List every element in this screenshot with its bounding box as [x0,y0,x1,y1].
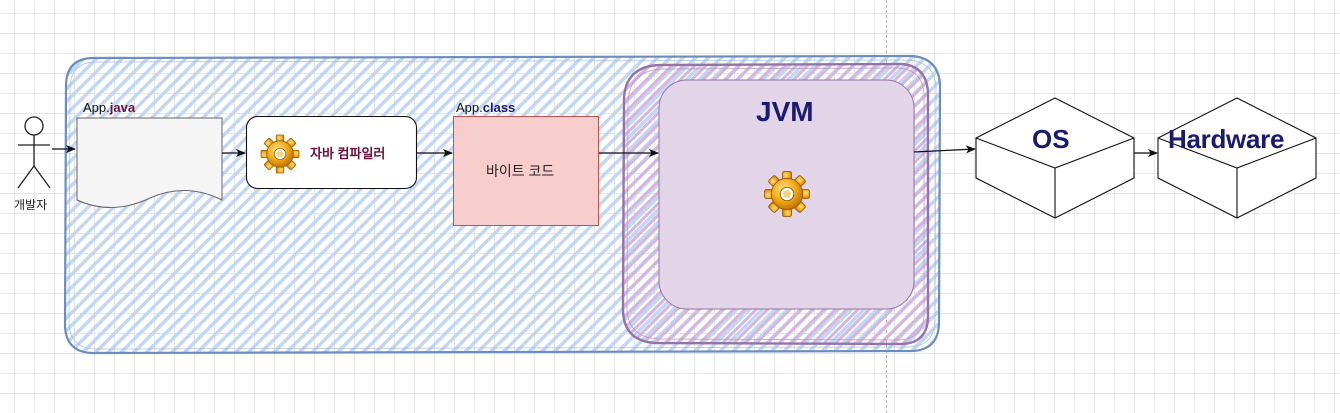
source-file-label: App.java [83,100,135,115]
hardware-label: Hardware [1168,124,1285,154]
arrow-jvm-to-os [913,145,976,154]
bytecode-label: 바이트 코드 [486,163,555,179]
gear-icon [764,171,810,217]
class-file-label: App.class [456,100,515,115]
class-file-extension: class [482,100,516,115]
compiler-box [245,115,418,190]
source-file-extension: java [109,100,136,115]
compiler-label: 자바 컴파일러 [310,146,386,161]
class-file-name: App. [456,100,483,115]
developer-label: 개발자 [14,198,48,212]
bytecode-box [453,116,599,226]
os-label: OS [1032,124,1070,154]
source-file-document [76,117,223,209]
developer-actor-icon [17,116,51,189]
jvm-label: JVM [756,96,814,127]
hardware-cube [1157,97,1317,219]
gear-icon [260,134,300,174]
os-cube [975,97,1135,219]
source-file-name: App. [83,100,110,115]
